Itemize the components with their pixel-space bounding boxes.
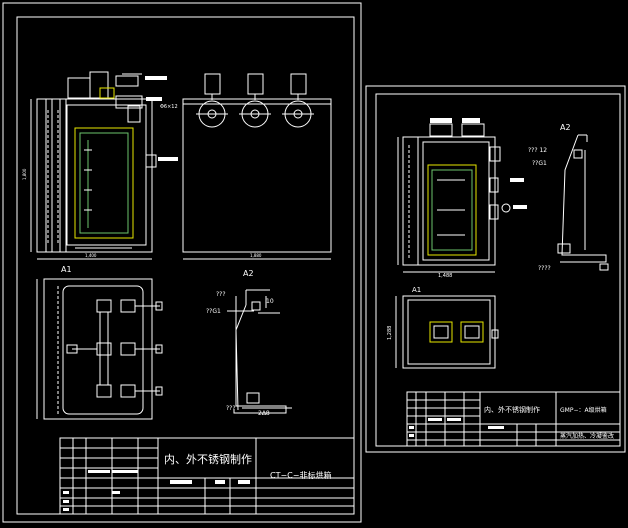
sheet-1-title-main: 内、外不锈钢制作	[164, 452, 252, 466]
a2-note-3: ???	[226, 405, 236, 412]
a2-note-2: ??G1	[206, 308, 221, 315]
sheet-1: Φ6×12 1,800 1,400	[2, 2, 362, 523]
svg-text:1,800: 1,800	[22, 168, 27, 180]
motor-1	[196, 73, 228, 128]
cabinet-front-view: Φ6×12 1,800 1,400	[22, 71, 178, 260]
sheet-2: 1,488 A2 ??? 12 ??G1 ???? A1	[365, 85, 626, 453]
sheet-2-outer-border	[365, 85, 626, 453]
sheet-1-outer-border	[2, 2, 362, 523]
sheet-2-dim-width: 1,488	[438, 273, 452, 279]
view-a2-label: A2	[243, 269, 254, 278]
sheet-1-title-name: CT−C−非标烘箱	[270, 470, 331, 480]
a2-dim-bottom: 2Δ8	[258, 410, 270, 417]
view-a1-top: A1	[36, 265, 163, 420]
a2-dim-top: 10	[266, 298, 274, 305]
sheet-2-note-c: ????	[538, 265, 551, 272]
sheet-2-view-a2-label: A2	[560, 123, 571, 132]
sheet-2-view-a1: A1 1,288	[387, 286, 499, 369]
sheet-1-title-block: 内、外不锈钢制作 CT−C−非标烘箱	[59, 437, 355, 515]
sheet-2-front-view: 1,488	[397, 118, 527, 279]
sheet-2-view-a2: A2 ??? 12 ??G1 ????	[528, 123, 609, 272]
sheet-2-note-b: ??G1	[532, 160, 547, 167]
sheet-2-note-a: ??? 12	[528, 147, 547, 154]
sheet-2-dim-height: 1,288	[387, 326, 393, 340]
sheet-2-title-block: 内、外不锈钢制作 GMP−：A级烘箱 蒸汽加热、冷凝鉴改	[406, 391, 621, 447]
a2-note-1: ???	[216, 291, 226, 298]
view-a2-detail: A2 10 ??? ??G1 ??? 2Δ8	[206, 269, 292, 417]
svg-text:1,880: 1,880	[250, 253, 262, 258]
cabinet-side-view: 1,880	[182, 73, 332, 260]
motor-2	[239, 73, 271, 128]
sheet-2-view-a1-label: A1	[412, 286, 421, 294]
svg-text:Φ6×12: Φ6×12	[160, 104, 178, 110]
svg-text:1,400: 1,400	[85, 253, 97, 258]
sheet-2-title-name: 蒸汽加热、冷凝鉴改	[560, 432, 614, 440]
view-a1-label: A1	[61, 265, 72, 274]
motor-3	[282, 73, 314, 128]
sheet-2-title-main: 内、外不锈钢制作	[484, 405, 540, 414]
sheet-2-title-code: GMP−：A级烘箱	[560, 406, 607, 414]
